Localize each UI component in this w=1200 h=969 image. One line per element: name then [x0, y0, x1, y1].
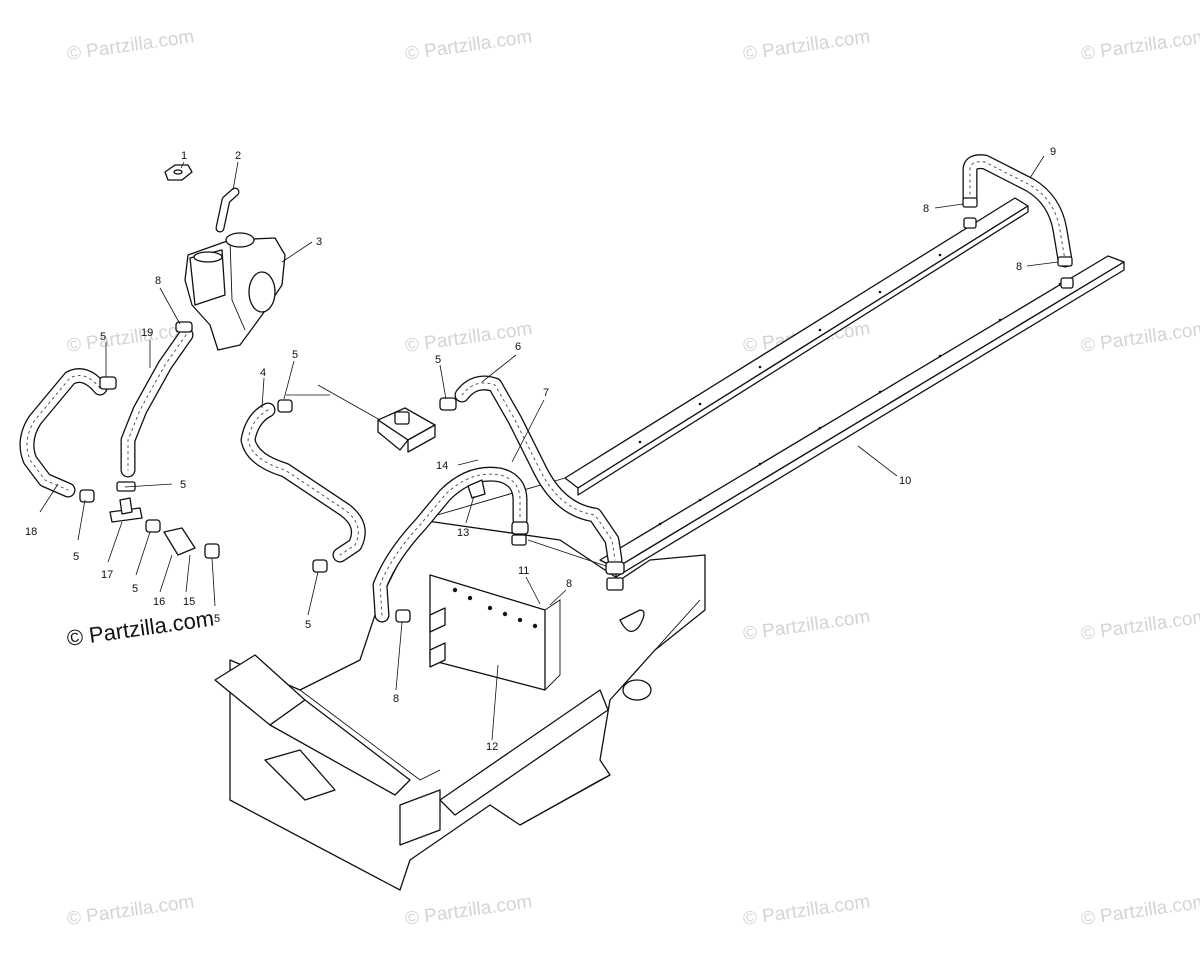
callout-8: 8: [155, 275, 161, 287]
hose-coupler: [377, 407, 436, 453]
leader-lines: [39, 155, 1059, 741]
callout-9: 9: [1050, 146, 1056, 158]
callout-5: 5: [292, 349, 298, 361]
callout-15: 15: [183, 596, 195, 608]
callout-7: 7: [543, 387, 549, 399]
callout-17: 17: [101, 569, 113, 581]
hose-6: [439, 375, 625, 591]
rear-loop-hose: [962, 154, 1074, 289]
callout-8: 8: [1016, 261, 1022, 273]
watermark: © Partzilla.com: [1080, 606, 1200, 645]
rail-rivets: [638, 253, 1062, 526]
callout-5: 5: [100, 331, 106, 343]
callout-3: 3: [316, 236, 322, 248]
callout-19: 19: [141, 327, 153, 339]
callout-5: 5: [214, 613, 220, 625]
watermark: © Partzilla.com: [1080, 891, 1200, 930]
hose-18: [19, 368, 117, 503]
callout-5: 5: [305, 619, 311, 631]
hose-19: [116, 321, 194, 492]
watermark: © Partzilla.com: [66, 891, 196, 930]
callout-13: 13: [457, 527, 469, 539]
callout-10: 10: [899, 475, 911, 487]
watermark: © Partzilla.com: [404, 891, 534, 930]
watermark: © Partzilla.com: [66, 26, 196, 65]
rail-front: [599, 255, 1125, 578]
callout-11: 11: [518, 565, 529, 577]
callout-16: 16: [153, 596, 165, 608]
callout-8: 8: [566, 578, 572, 590]
callout-1: 1: [181, 150, 187, 162]
callout-5: 5: [73, 551, 79, 563]
coolant-tank: [164, 164, 286, 351]
hose-4: [240, 399, 366, 573]
callout-8: 8: [923, 203, 929, 215]
watermark: © Partzilla.com: [742, 891, 872, 930]
callout-8: 8: [393, 693, 399, 705]
callout-5: 5: [180, 479, 186, 491]
callout-18: 18: [25, 526, 37, 538]
watermark: © Partzilla.com: [742, 606, 872, 645]
watermark: © Partzilla.com: [742, 26, 872, 65]
callout-14: 14: [436, 460, 448, 472]
callout-layer: 1 2 3 4 5 5 5 5 5 5 5 5 6 7 8 8 8 8 8 9 …: [25, 146, 1056, 753]
copyright-text: © Partzilla.com: [65, 606, 215, 651]
t-fitting-assembly: [109, 497, 220, 559]
rail-rear: [564, 197, 1029, 496]
skid-plate: [214, 477, 706, 891]
watermark: © Partzilla.com: [404, 26, 534, 65]
callout-12: 12: [486, 741, 498, 753]
callout-6: 6: [515, 341, 521, 353]
callout-2: 2: [235, 150, 241, 162]
callout-5: 5: [132, 583, 138, 595]
hose-7: [372, 466, 529, 623]
watermark: © Partzilla.com: [1080, 318, 1200, 357]
callout-4: 4: [260, 367, 266, 379]
callout-5: 5: [435, 354, 441, 366]
watermark: © Partzilla.com: [1080, 26, 1200, 65]
